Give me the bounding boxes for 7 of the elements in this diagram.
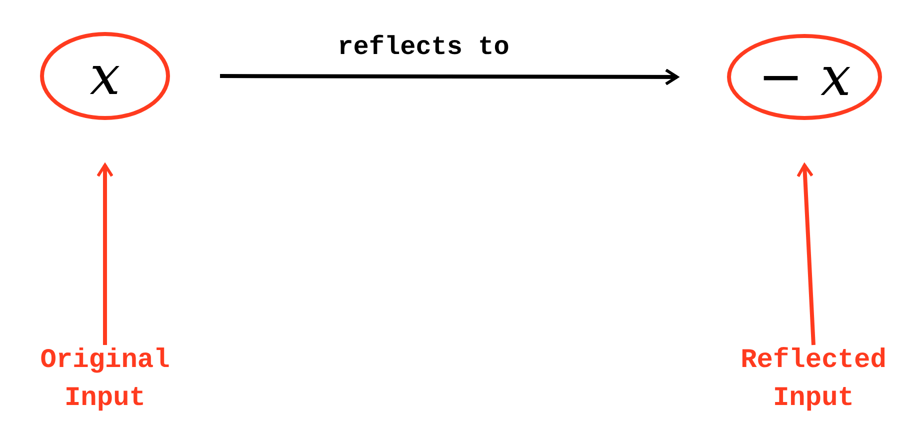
math-expression: − x [758, 50, 851, 104]
arrow [220, 68, 678, 86]
annotation-text: Reflected Input [705, 345, 922, 417]
math-expression: x [90, 49, 120, 103]
arrow [96, 164, 114, 345]
annotation-text: Original Input [5, 345, 205, 417]
arrow [796, 164, 816, 346]
